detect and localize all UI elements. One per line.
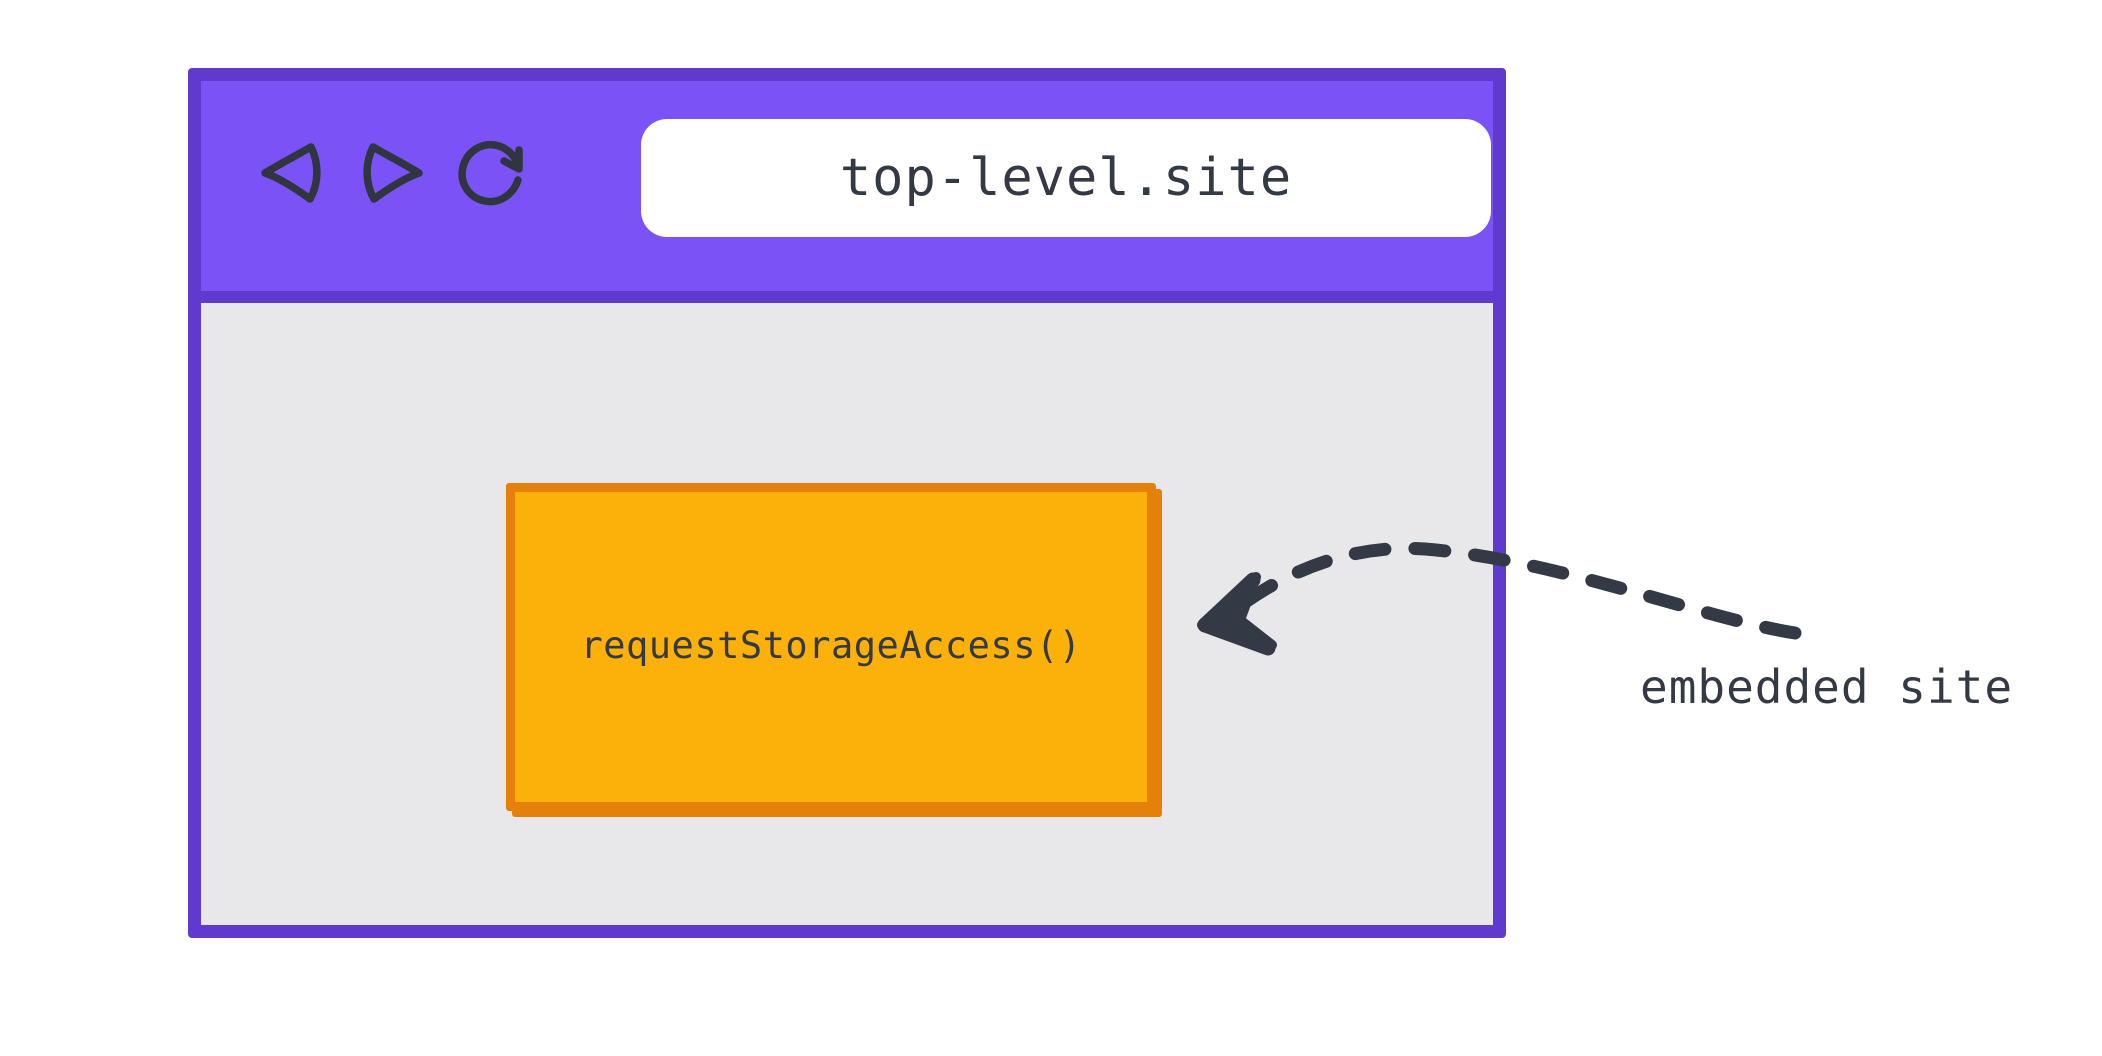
navigation-controls — [253, 133, 531, 211]
url-text: top-level.site — [839, 148, 1293, 208]
browser-window: top-level.site requestStorageAccess() — [188, 68, 1506, 938]
back-triangle-icon[interactable] — [253, 133, 331, 211]
browser-toolbar: top-level.site — [201, 81, 1493, 303]
forward-triangle-icon[interactable] — [353, 133, 431, 211]
browser-viewport: requestStorageAccess() — [201, 303, 1493, 925]
embedded-site-annotation-label: embedded site — [1640, 660, 2014, 714]
url-bar[interactable]: top-level.site — [641, 119, 1491, 237]
reload-circular-arrow-icon[interactable] — [453, 133, 531, 211]
request-storage-access-label: requestStorageAccess() — [580, 623, 1082, 667]
embedded-site-frame[interactable]: requestStorageAccess() — [506, 483, 1162, 817]
embedded-frame-surface: requestStorageAccess() — [506, 483, 1156, 811]
